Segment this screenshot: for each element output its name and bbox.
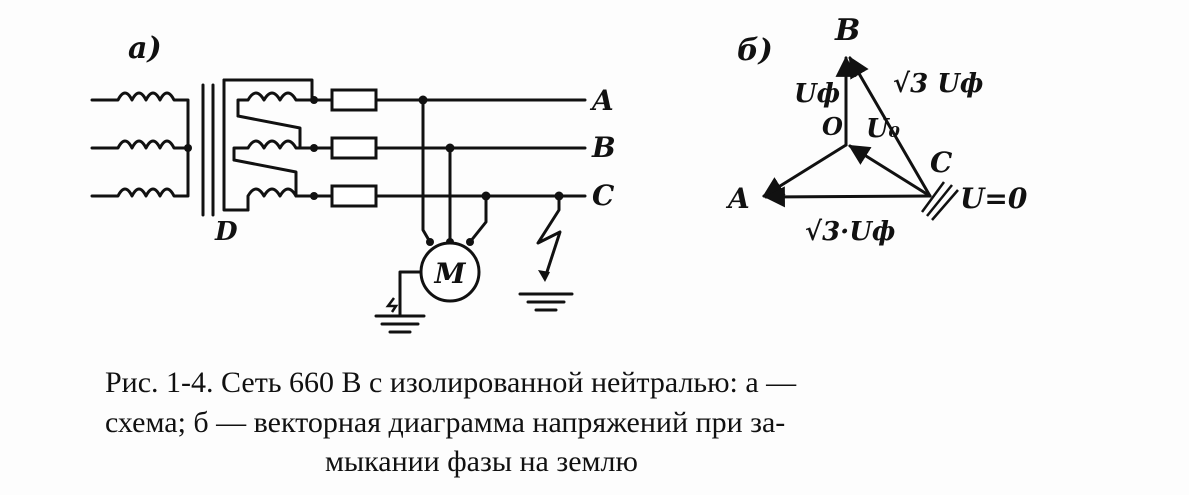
vertex-label-a: A [725,182,750,215]
primary-neutral-node [184,144,192,152]
line-label-c: C [592,179,615,212]
phase-c-fault-to-ground [518,191,574,312]
vector-diagram [762,55,959,221]
primary-windings [90,91,192,198]
sqrt3-uf-label-top: √3 Uф [893,69,983,99]
motor-ground [374,270,426,334]
fuse-a [330,88,378,112]
vector-c-a [763,186,932,208]
vector-c-o [848,144,932,198]
phase-lines [374,98,587,198]
fuse-c [330,184,378,208]
caption-line-1: Рис. 1-4. Сеть 660 В с изолированной ней… [105,366,797,399]
uf-label: Uф [794,79,840,109]
u0-label: U₀ [866,114,901,144]
vertex-label-c: C [930,146,953,179]
transformer-core [201,83,215,217]
sqrt3-uf-label-bottom: √3·Uф [805,217,895,247]
fuse-b [330,136,378,160]
vector-o-a [762,143,848,198]
vector-c-b [848,56,932,198]
fuses [312,88,378,208]
ground-hatch [920,181,959,221]
line-label-a: A [589,84,614,117]
motor-label: M [434,257,467,290]
line-label-b: B [591,131,616,164]
transformer-label: D [214,217,238,247]
vertex-label-o: O [822,112,843,141]
caption-line-3: мыкании фазы на землю [325,445,638,478]
motor-connections [418,95,491,246]
secondary-windings [222,78,314,212]
u-zero-label: U=0 [960,182,1028,215]
caption-line-2: схема; б — векторная диаграмма напряжени… [105,406,786,439]
panel-b-label: б) [737,33,773,68]
vertex-label-b: B [834,13,860,48]
panel-a-label: а) [128,31,162,66]
